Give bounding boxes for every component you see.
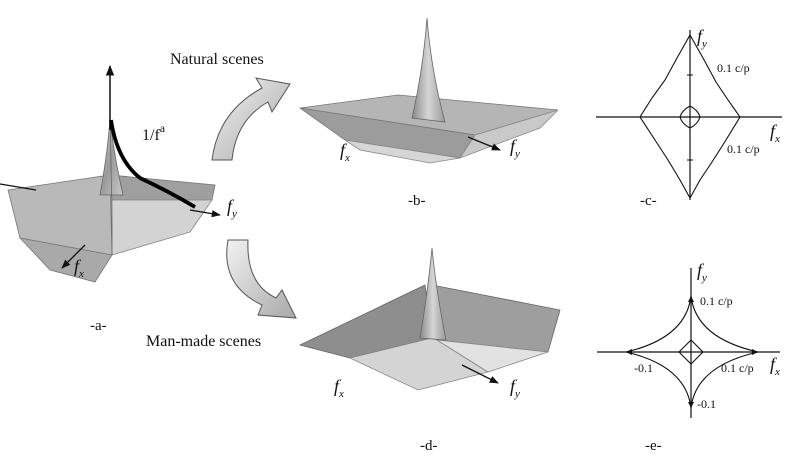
panel-d-surface <box>298 247 561 391</box>
panel-d-fy-axis <box>461 364 499 384</box>
panel-c-label-bottom: 0.1 c/p <box>727 142 760 156</box>
panel-e-caption: -e- <box>645 438 662 454</box>
panel-b-caption: -b- <box>408 193 426 209</box>
panel-b-fx-label: fx <box>340 140 350 164</box>
panel-e-inner-contour <box>678 339 704 365</box>
panel-c-label-top: 0.1 c/p <box>717 61 750 75</box>
panel-e-tip-left <box>626 349 632 355</box>
panel-c-caption: -c- <box>640 193 657 209</box>
panel-d-fx-label: fx <box>334 376 344 400</box>
curved-arrow-natural <box>211 77 291 161</box>
panel-e-label-right: 0.1 c/p <box>721 361 754 375</box>
panel-c-outer-contour <box>639 33 741 200</box>
panel-e-contour-plot <box>597 268 780 418</box>
panel-e-tip-bottom <box>688 402 694 408</box>
curved-arrow-man-made <box>226 239 297 319</box>
panel-a-caption: -a- <box>90 318 107 334</box>
panel-b-fy-axis <box>467 136 501 151</box>
panel-e-tip-right <box>752 349 758 355</box>
power-law-label: 1/fa <box>142 121 166 144</box>
panel-e-label-top: 0.1 c/p <box>700 294 733 308</box>
panel-e-fx-label: fx <box>770 354 780 378</box>
panel-a-surface <box>7 117 216 283</box>
panel-d-fy-label: fy <box>510 376 520 400</box>
panel-a-fy-axis <box>189 209 221 218</box>
panel-c-fy-label: fy <box>697 26 707 50</box>
panel-e-label-left: -0.1 <box>634 361 653 375</box>
panel-e-fy-label: fy <box>697 260 707 284</box>
panel-a-fx-axis <box>61 244 86 269</box>
panel-a-fx-label: fx <box>74 256 84 280</box>
panel-b-surface <box>299 17 559 164</box>
panel-b-fy-label: fy <box>510 136 520 160</box>
panel-c-inner-contour <box>679 105 701 129</box>
panel-e-label-bottom: -0.1 <box>697 397 716 411</box>
panel-e-tip-top <box>688 296 694 302</box>
man-made-scenes-label: Man-made scenes <box>146 333 261 350</box>
panel-c-fx-label: fx <box>770 121 780 145</box>
panel-a-left-axis <box>0 183 37 191</box>
panel-c-contour-plot <box>596 30 782 200</box>
panel-a-fy-label: fy <box>227 196 237 220</box>
power-law-profile-curve <box>109 119 196 209</box>
panel-d-caption: -d- <box>420 438 438 454</box>
natural-scenes-label: Natural scenes <box>170 51 264 68</box>
